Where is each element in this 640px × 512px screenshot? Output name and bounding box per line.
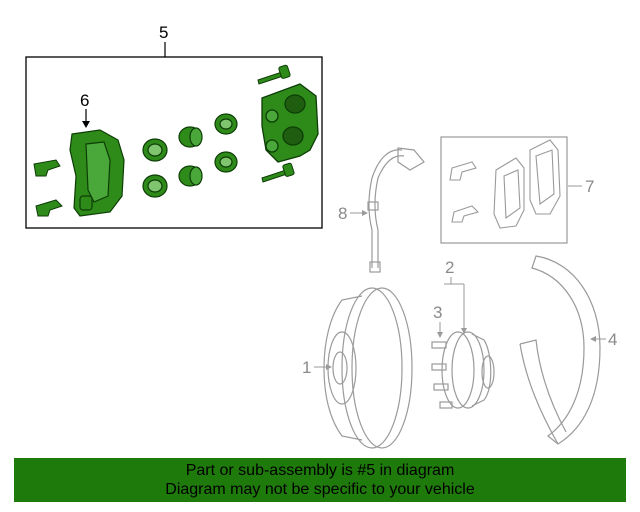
clip-lower[interactable] [35,199,63,217]
rotor-part[interactable] [323,287,413,449]
callout-2[interactable]: 2 [445,258,454,277]
caliper-housing-part[interactable] [261,83,319,163]
info-banner: Part or sub-assembly is #5 in diagram Di… [14,458,626,502]
caliper-bracket-part[interactable] [69,129,125,217]
piston-seals[interactable] [142,113,238,198]
banner-line-1: Part or sub-assembly is #5 in diagram [185,462,455,479]
callout-1[interactable]: 1 [302,358,311,377]
callout-5[interactable]: 5 [159,23,168,42]
banner-line-2: Diagram may not be specific to your vehi… [165,481,475,498]
callout-4[interactable]: 4 [608,330,617,349]
caliper-bolts[interactable] [257,64,295,183]
callout-8[interactable]: 8 [338,204,347,223]
clip-upper[interactable] [33,159,61,177]
callout-6[interactable]: 6 [80,91,89,110]
brake-pad-kit-part[interactable] [449,139,561,229]
splash-shield-part[interactable] [519,255,601,445]
callout-3[interactable]: 3 [433,303,442,322]
wear-sensor-part[interactable] [367,147,425,273]
hub-bearing-part[interactable] [431,331,495,409]
callout-7[interactable]: 7 [585,177,594,196]
assembly-5-box[interactable] [25,56,323,229]
brake-pad-kit-box[interactable] [440,136,568,244]
